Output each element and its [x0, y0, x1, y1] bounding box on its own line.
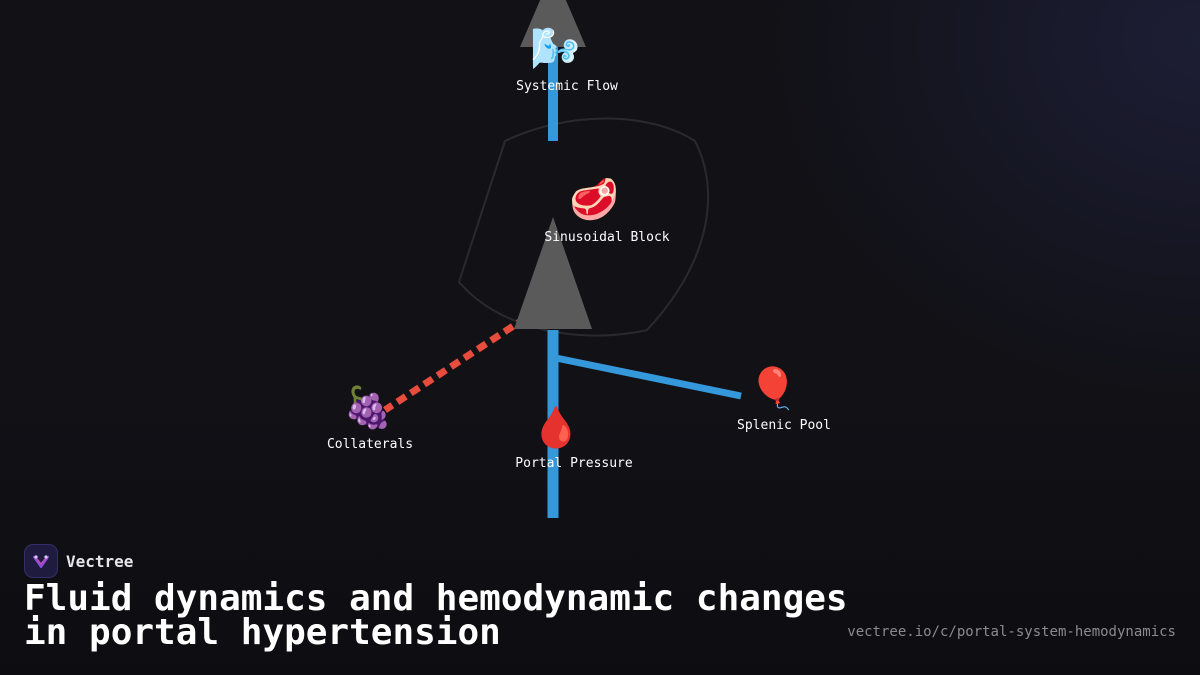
node-label: Portal Pressure — [515, 456, 633, 471]
grapes-icon: 🍇 — [343, 384, 393, 431]
node-portal-pressure: 🩸 Portal Pressure — [515, 404, 633, 471]
brand[interactable]: Vectree — [24, 544, 133, 578]
node-label: Systemic Flow — [516, 79, 618, 94]
splenic-flow-line — [555, 354, 742, 400]
dashing-away-icon: 🌬️ — [530, 26, 580, 72]
page-title: Fluid dynamics and hemodynamic changes i… — [24, 578, 848, 653]
node-sinusoidal-block: 🥩 Sinusoidal Block — [544, 176, 669, 245]
node-splenic-pool: 🎈 Splenic Pool — [737, 364, 831, 433]
vectree-logo-icon — [24, 544, 58, 578]
node-collaterals: 🍇 Collaterals — [327, 384, 413, 452]
vectree-mark — [33, 555, 49, 568]
drop-of-blood-icon: 🩸 — [531, 404, 581, 451]
flow-arrow-upper — [520, 0, 586, 47]
flow-arrow-middle — [514, 217, 592, 329]
brand-name: Vectree — [66, 551, 134, 571]
meat-icon: 🥩 — [569, 176, 619, 223]
node-label: Collaterals — [327, 437, 413, 452]
balloon-icon: 🎈 — [748, 364, 798, 412]
node-label: Splenic Pool — [737, 418, 831, 433]
node-label: Sinusoidal Block — [544, 230, 669, 245]
source-url[interactable]: vectree.io/c/portal-system-hemodynamics — [847, 624, 1176, 640]
node-systemic-flow: 🌬️ Systemic Flow — [516, 26, 618, 94]
liver-outline — [457, 117, 710, 337]
